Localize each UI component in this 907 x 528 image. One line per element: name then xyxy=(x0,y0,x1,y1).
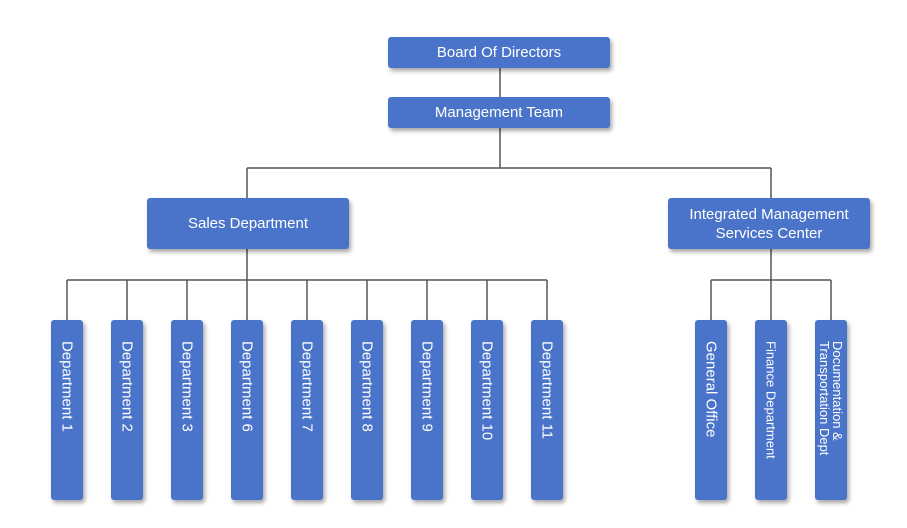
sales-department-item-node[interactable]: Department 10 xyxy=(471,320,503,500)
sales-department-item-node[interactable]: Department 7 xyxy=(291,320,323,500)
board-of-directors-label: Board Of Directors xyxy=(436,44,562,61)
sales-department-label: Sales Department xyxy=(187,215,309,232)
services-department-item-label: Documentation & Transportation Dept xyxy=(817,341,845,456)
sales-department-item-node[interactable]: Department 1 xyxy=(51,320,83,500)
sales-department-item-node[interactable]: Department 3 xyxy=(171,320,203,500)
sales-department-item-label: Department 9 xyxy=(418,341,436,432)
sales-department-item-node[interactable]: Department 2 xyxy=(111,320,143,500)
sales-department-item-label: Department 6 xyxy=(238,341,256,432)
sales-department-item-label: Department 3 xyxy=(178,341,196,432)
management-team-node[interactable]: Management Team xyxy=(388,97,610,128)
sales-department-item-label: Department 7 xyxy=(298,341,316,432)
management-team-label: Management Team xyxy=(434,104,564,121)
integrated-management-label: Integrated Management Services Center xyxy=(689,205,849,242)
services-department-item-label: Finance Department xyxy=(763,341,779,459)
services-department-item-label: General Office xyxy=(702,341,720,438)
sales-department-item-label: Department 8 xyxy=(358,341,376,432)
sales-department-item-label: Department 11 xyxy=(538,341,556,440)
services-department-item-node[interactable]: Documentation & Transportation Dept xyxy=(815,320,847,500)
sales-department-item-label: Department 10 xyxy=(478,341,496,441)
sales-department-item-node[interactable]: Department 11 xyxy=(531,320,563,500)
integrated-management-node[interactable]: Integrated Management Services Center xyxy=(668,198,870,249)
sales-department-item-node[interactable]: Department 8 xyxy=(351,320,383,500)
sales-department-node[interactable]: Sales Department xyxy=(147,198,349,249)
services-department-item-node[interactable]: Finance Department xyxy=(755,320,787,500)
services-department-item-node[interactable]: General Office xyxy=(695,320,727,500)
board-of-directors-node[interactable]: Board Of Directors xyxy=(388,37,610,68)
drop-lines xyxy=(66,280,832,320)
sales-department-item-label: Department 2 xyxy=(118,341,136,432)
sales-department-item-node[interactable]: Department 6 xyxy=(231,320,263,500)
sales-department-item-label: Department 1 xyxy=(58,341,76,432)
sales-department-item-node[interactable]: Department 9 xyxy=(411,320,443,500)
